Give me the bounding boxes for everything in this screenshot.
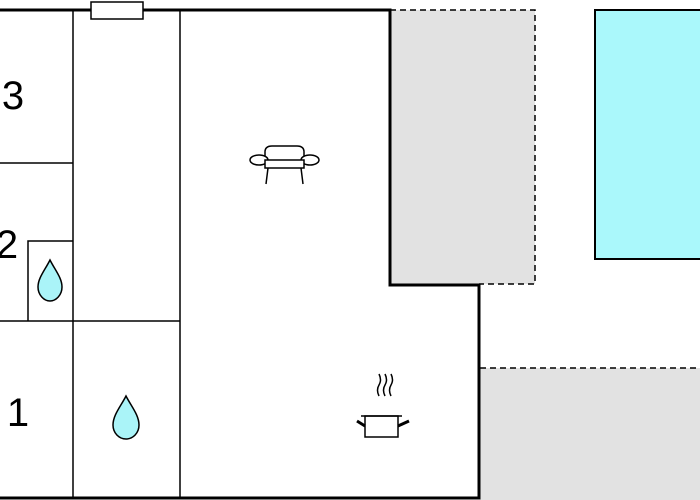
water-drop-icon xyxy=(37,258,63,302)
interior-walls xyxy=(0,10,181,498)
water-drop-icon xyxy=(112,394,140,440)
room-label-3: 3 xyxy=(2,74,24,118)
terrace-upper xyxy=(390,10,535,284)
pool xyxy=(594,9,700,260)
terrace-upper-outline xyxy=(390,9,536,285)
terrace-lower xyxy=(480,368,700,500)
cooking-pot-icon xyxy=(356,373,410,438)
room-label-1: 1 xyxy=(7,391,29,435)
room-label-2: 2 xyxy=(0,223,18,267)
exterior-wall xyxy=(0,8,481,500)
window xyxy=(90,1,144,20)
sofa-icon xyxy=(249,145,320,185)
